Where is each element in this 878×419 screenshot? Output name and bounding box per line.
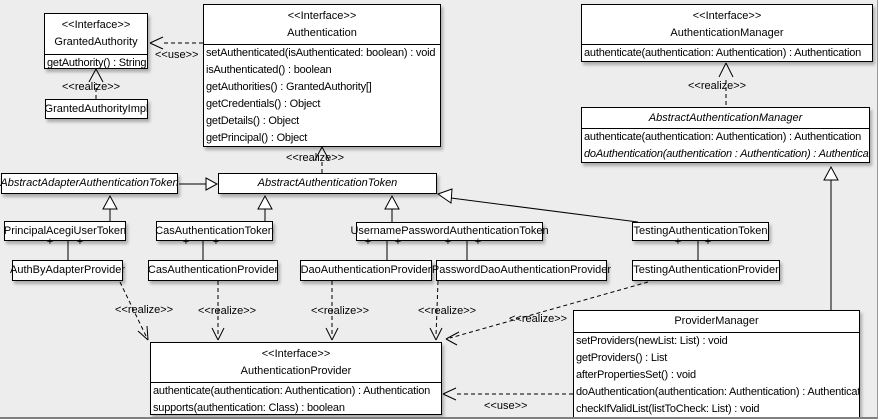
class-name: PrincipalAcegiUserToken xyxy=(3,224,127,237)
cardinality-plus: + xyxy=(364,236,372,248)
method: authenticate(authentication: Authenticat… xyxy=(584,131,862,143)
class-provider-manager[interactable]: ProviderManager setProviders(newList: Li… xyxy=(573,310,860,417)
class-auth-by-adapter-provider[interactable]: AuthByAdapterProvider xyxy=(10,260,125,281)
realize-label: <<realize>> xyxy=(311,305,370,317)
class-name: CasAuthenticationProvider xyxy=(147,264,279,276)
generalization-provider-manager-to-abstract-authentication-manager[interactable] xyxy=(823,165,839,310)
class-authentication-manager[interactable]: <<Interface>> AuthenticationManager auth… xyxy=(581,4,873,62)
method: getDetails() : Object xyxy=(206,115,300,127)
cardinality-plus: + xyxy=(674,236,682,248)
generalization-username-password-token[interactable] xyxy=(384,194,400,222)
class-granted-authority-impl[interactable]: GrantedAuthorityImpl xyxy=(45,99,148,119)
class-testing-authentication-token[interactable]: TestingAuthenticationToken xyxy=(632,222,769,241)
realize-label: <<realize>> xyxy=(198,305,257,317)
cardinality-plus: + xyxy=(444,236,452,248)
class-authentication[interactable]: <<Interface>> Authentication setAuthenti… xyxy=(203,4,441,147)
use-label: <<use>> xyxy=(484,400,528,412)
class-abstract-authentication-manager[interactable]: AbstractAuthenticationManager authentica… xyxy=(581,107,870,163)
class-name: UsernamePasswordAuthenticationToken xyxy=(350,225,549,237)
cardinality-plus: + xyxy=(212,236,220,248)
class-name: AbstractAuthenticationToken xyxy=(257,177,398,189)
realize-auth-by-adapter-provider[interactable] xyxy=(119,281,149,341)
method: isAuthenticated() : boolean xyxy=(206,64,332,76)
class-name: AuthenticationProvider xyxy=(240,365,352,377)
class-name: PasswordDaoAuthenticationProvider xyxy=(431,264,612,276)
class-cas-authentication-token[interactable]: CasAuthenticationToken xyxy=(155,221,274,241)
stereotype: <<Interface>> xyxy=(692,10,762,22)
stereotype: <<Interface>> xyxy=(61,19,131,31)
method: afterPropertiesSet() : void xyxy=(576,369,696,381)
realize-cas-authentication-provider[interactable] xyxy=(211,281,225,341)
method: doAuthentication(authentication: Authent… xyxy=(576,386,859,398)
class-name: AuthenticationManager xyxy=(670,27,784,39)
method: getCredentials() : Object xyxy=(206,98,321,110)
cardinality-plus: + xyxy=(474,236,482,248)
class-name: AbstractAuthenticationManager xyxy=(648,112,803,124)
generalization-testing-authentication-token[interactable] xyxy=(436,188,639,223)
generalization-cas-authentication-token[interactable] xyxy=(257,194,273,221)
method: getAuthorities() : GrantedAuthority[] xyxy=(206,81,372,93)
realize-abstract-manager-to-authentication-manager[interactable] xyxy=(718,62,734,105)
method: authenticate(authentication: Authenticat… xyxy=(153,385,431,397)
class-name: AuthByAdapterProvider xyxy=(10,264,125,276)
class-principal-acegi-user-token[interactable]: PrincipalAcegiUserToken xyxy=(4,221,126,241)
class-name: TestingAuthenticationToken xyxy=(633,225,768,237)
realize-abstract-token-to-authentication[interactable] xyxy=(314,146,330,173)
cardinality-plus: + xyxy=(76,236,84,248)
realize-label: <<realize>> xyxy=(115,304,174,316)
realize-granted-authority-impl[interactable] xyxy=(88,68,104,99)
stereotype: <<Interface>> xyxy=(261,348,331,360)
use-label: <<use>> xyxy=(155,49,199,61)
class-name: DaoAuthenticationProvider xyxy=(300,264,432,276)
cardinality-plus: + xyxy=(704,236,712,248)
realize-label: <<realize>> xyxy=(418,305,477,317)
realize-label: <<realize>> xyxy=(688,80,747,92)
class-name: GrantedAuthorityImpl xyxy=(44,102,149,115)
generalization-abstract-adapter-token-to-abstract-token[interactable] xyxy=(179,177,219,191)
class-cas-authentication-provider[interactable]: CasAuthenticationProvider xyxy=(148,260,278,281)
class-name: Authentication xyxy=(287,27,357,39)
method: checkIfValidList(listToCheck: List) : vo… xyxy=(576,403,760,415)
method: authenticate(authentication: Authenticat… xyxy=(584,47,862,59)
use-provider-manager-to-authentication-provider[interactable] xyxy=(442,387,573,401)
method: getProviders() : List xyxy=(576,352,668,364)
class-abstract-authentication-token[interactable]: AbstractAuthenticationToken xyxy=(218,173,437,194)
method: getAuthority() : String xyxy=(47,57,147,69)
realize-dao-authentication-provider[interactable] xyxy=(325,281,339,341)
cardinality-plus: + xyxy=(394,236,402,248)
class-password-dao-authentication-provider[interactable]: PasswordDaoAuthenticationProvider xyxy=(432,260,611,281)
realize-label: <<realize>> xyxy=(286,152,345,164)
realize-password-dao-authentication-provider[interactable] xyxy=(429,280,443,341)
cardinality-plus: + xyxy=(46,236,54,248)
realize-testing-authentication-provider[interactable] xyxy=(445,281,649,346)
cardinality-plus: + xyxy=(182,236,190,248)
class-name: GrantedAuthority xyxy=(54,36,138,48)
class-name: TestingAuthenticationProvider xyxy=(633,264,779,276)
class-authentication-provider[interactable]: <<Interface>> AuthenticationProvider aut… xyxy=(150,342,442,415)
class-name: CasAuthenticationToken xyxy=(155,224,274,237)
stereotype: <<Interface>> xyxy=(287,10,357,22)
realize-label: <<realize>> xyxy=(509,313,568,325)
class-dao-authentication-provider[interactable]: DaoAuthenticationProvider xyxy=(300,260,432,281)
class-name: ProviderManager xyxy=(674,315,759,327)
generalization-principal-acegi-user-token[interactable] xyxy=(102,194,118,221)
method: doAuthentication(authentication : Authen… xyxy=(584,148,869,160)
use-authentication-to-granted-authority[interactable] xyxy=(149,36,203,50)
realize-label: <<realize>> xyxy=(62,81,121,93)
method: setAuthenticated(isAuthenticated: boolea… xyxy=(206,47,436,59)
class-granted-authority[interactable]: <<Interface>> GrantedAuthority getAuthor… xyxy=(44,13,148,69)
method: setProviders(newList: List) : void xyxy=(576,335,728,347)
class-testing-authentication-provider[interactable]: TestingAuthenticationProvider xyxy=(632,260,780,281)
method: supports(authentication: Class) : boolea… xyxy=(153,402,345,414)
method: getPrincipal() : Object xyxy=(206,132,308,144)
class-name: AbstractAdapterAuthenticationToken xyxy=(0,177,179,189)
class-username-password-authentication-token[interactable]: UsernamePasswordAuthenticationToken xyxy=(350,222,549,241)
class-abstract-adapter-authentication-token[interactable]: AbstractAdapterAuthenticationToken xyxy=(0,173,179,194)
